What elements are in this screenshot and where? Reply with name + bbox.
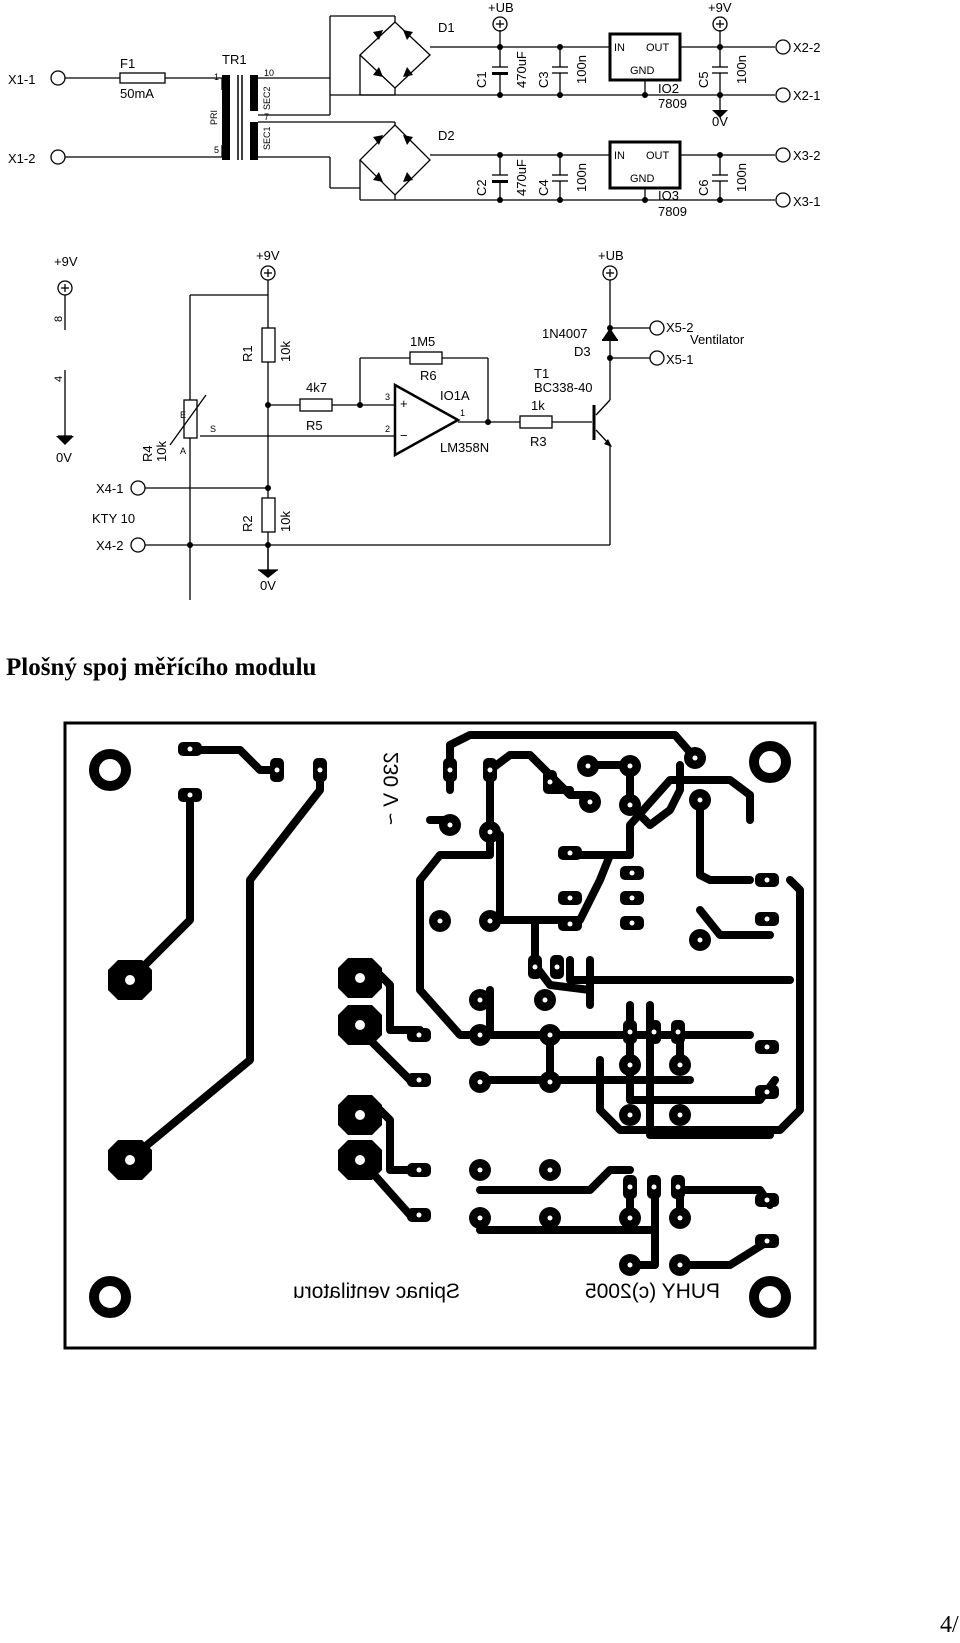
cap-label: C2 (474, 179, 489, 196)
opamp-label: IO1A (440, 388, 470, 403)
transistor-label: T1 (534, 366, 549, 381)
resistor-label: R5 (306, 418, 323, 433)
pcb-heading: Plošný spoj měřícího modulu (6, 654, 317, 681)
regulator-type: 7809 (658, 96, 687, 111)
pot-label: R4 (140, 445, 155, 462)
terminal-x1-1-label: X1-1 (8, 72, 35, 87)
pin-label: 8 (53, 316, 65, 322)
pot-e-label: E (180, 410, 186, 420)
resistor-value: 4k7 (306, 380, 327, 395)
pot-value: 10k (154, 441, 169, 462)
primary-label: PRI (209, 110, 219, 125)
pin-label: 10 (264, 68, 274, 78)
terminal-x4-1-label: X4-1 (96, 481, 123, 496)
regulator-type: 7809 (658, 204, 687, 219)
opamp-plus: + (400, 396, 408, 411)
pcb-layout: 230 V ~ Spinac ventilatoru PUHY (c)2005 (63, 721, 817, 1350)
page-number: 4/ (940, 1612, 959, 1638)
cap-value: 100n (734, 55, 749, 84)
secondary-label: SEC1 (262, 126, 272, 150)
resistor-label: R1 (240, 345, 255, 362)
opamp-type: LM358N (440, 440, 489, 455)
pin-label: 7 (264, 112, 269, 122)
cap-value: 100n (574, 55, 589, 84)
resistor-value: 10k (278, 511, 293, 532)
resistor-label: R3 (530, 434, 547, 449)
pin-label: 4 (53, 376, 65, 382)
reg-out-label: OUT (646, 150, 670, 162)
diode-bridge-label: D1 (438, 20, 455, 35)
terminal-x1-2-label: X1-2 (8, 151, 35, 166)
schematic-control-circuit: +9V 8 4 0V +9V R1 10k R2 10k 4k7 R5 1M5 … (53, 248, 745, 600)
supply-label: +UB (598, 248, 624, 263)
regulator-label: IO2 (658, 81, 679, 96)
cap-label: C4 (536, 179, 551, 196)
supply-label: +9V (54, 254, 78, 269)
regulator-label: IO3 (658, 188, 679, 203)
pcb-voltage-text: 230 V ~ (380, 752, 403, 825)
diode-type: 1N4007 (542, 326, 588, 341)
supply-label: +UB (488, 0, 514, 15)
ground-label: 0V (56, 450, 72, 465)
sensor-label: KTY 10 (92, 511, 135, 526)
resistor-label: R2 (240, 515, 255, 532)
reg-in-label: IN (614, 150, 625, 162)
pot-a-label: A (180, 446, 186, 456)
terminal-x5-1-label: X5-1 (666, 352, 693, 367)
reg-gnd-label: GND (630, 173, 655, 185)
reg-in-label: IN (614, 42, 625, 54)
supply-label: +9V (708, 0, 732, 15)
terminal-x3-2-label: X3-2 (793, 148, 820, 163)
secondary-label: SEC2 (262, 86, 272, 110)
pin-label: 2 (385, 424, 390, 434)
ventilator-label: Ventilator (690, 332, 745, 347)
cap-label: C3 (536, 71, 551, 88)
pin-label: 1 (214, 72, 219, 82)
terminal-x3-1-label: X3-1 (793, 194, 820, 209)
resistor-value: 10k (278, 341, 293, 362)
diode-bridge-label: D2 (438, 128, 455, 143)
supply-label: +9V (256, 248, 280, 263)
cap-label: C1 (474, 71, 489, 88)
terminal-x4-2-label: X4-2 (96, 538, 123, 553)
opamp-minus: − (400, 428, 408, 443)
pin-label: 5 (214, 145, 219, 155)
fuse-value: 50mA (120, 86, 154, 101)
resistor-value: 1k (531, 398, 545, 413)
terminal-x2-1-label: X2-1 (793, 88, 820, 103)
pin-label: 1 (460, 408, 465, 418)
fuse-label: F1 (120, 56, 135, 71)
schematic-power-supply: X1-1 X1-2 F1 50mA TR1 1 5 10 7 PRI SEC2 … (8, 0, 820, 219)
pot-s-label: S (210, 424, 216, 434)
terminal-x5-2-label: X5-2 (666, 320, 693, 335)
cap-value: 100n (574, 163, 589, 192)
cap-label: C5 (696, 71, 711, 88)
resistor-label: R6 (420, 368, 437, 383)
ground-label: 0V (712, 114, 728, 129)
diode-label: D3 (574, 344, 591, 359)
reg-out-label: OUT (646, 42, 670, 54)
cap-value: 470uF (514, 159, 529, 196)
cap-value: 100n (734, 163, 749, 192)
reg-gnd-label: GND (630, 65, 655, 77)
transformer-label: TR1 (222, 52, 247, 67)
resistor-value: 1M5 (410, 334, 435, 349)
terminal-x2-2-label: X2-2 (793, 40, 820, 55)
cap-value: 470uF (514, 51, 529, 88)
pin-label: 3 (385, 392, 390, 402)
ground-label: 0V (260, 578, 276, 593)
pcb-title-text: Spinac ventilatoru (293, 1280, 460, 1303)
cap-label: C6 (696, 179, 711, 196)
transistor-type: BC338-40 (534, 380, 593, 395)
pcb-copyright-text: PUHY (c)2005 (585, 1280, 720, 1303)
